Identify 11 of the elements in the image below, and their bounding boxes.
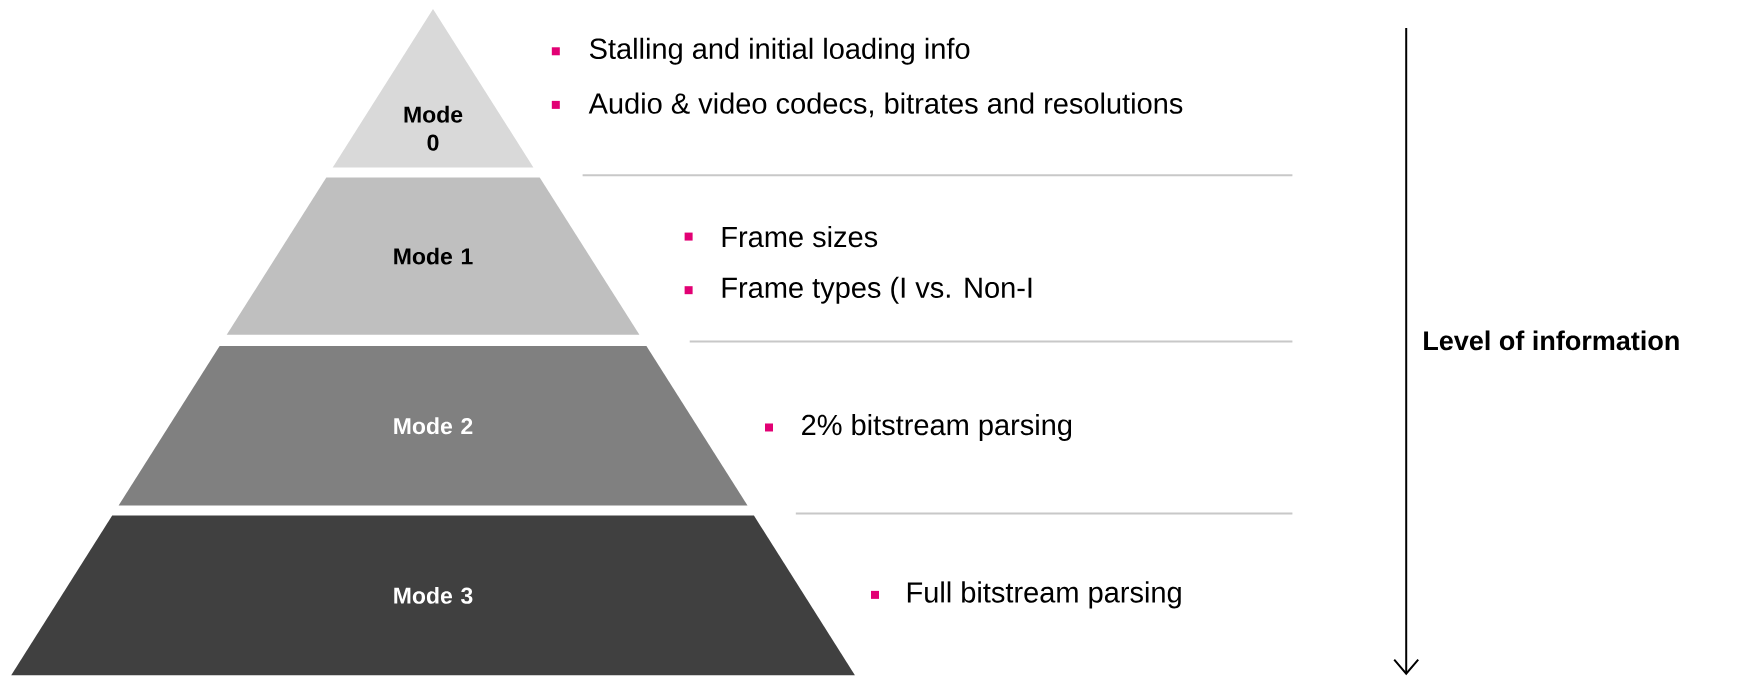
bullet-item: Frame sizes — [684, 225, 878, 248]
pyramid-band: Mode 3 — [11, 515, 855, 676]
pyramid-band: Mode 1 — [226, 177, 640, 335]
bullet-item: Full bitstream parsing — [871, 581, 1181, 609]
bullet-item: 2% bitstream parsing — [765, 413, 1072, 441]
axis-label: Level of information — [1424, 330, 1679, 351]
bullet-item: Stalling and initial loading info — [551, 37, 970, 65]
bullet-item: Frame types (I vs. Non-I — [684, 276, 1032, 304]
pyramid-band: Mode 2 — [118, 346, 748, 506]
pyramid-band: Mode 0 — [332, 8, 534, 168]
bullet-item: Audio & video codecs, bitrates and resolutions — [551, 92, 1183, 118]
